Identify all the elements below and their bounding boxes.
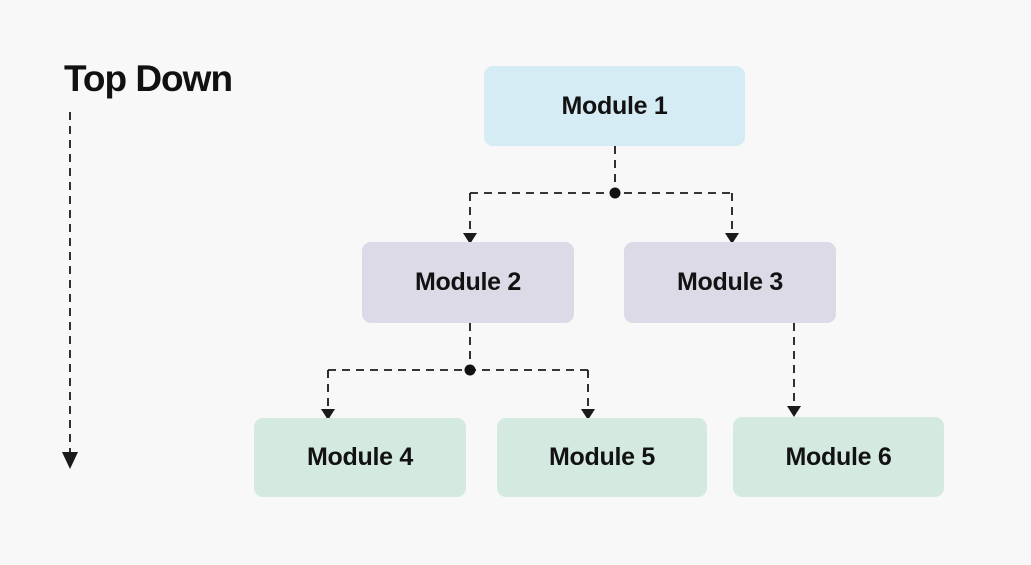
connector-module1-branch [463, 146, 739, 244]
node-label: Module 1 [561, 91, 668, 120]
node-label: Module 3 [677, 268, 783, 296]
branch-junction-dot [609, 187, 621, 199]
node-module-6: Module 6 [733, 417, 944, 497]
connector-module3-module6 [787, 323, 801, 417]
node-module-5: Module 5 [497, 418, 707, 497]
node-module-2: Module 2 [362, 242, 574, 323]
node-label: Module 6 [785, 442, 892, 471]
node-label: Module 5 [549, 443, 655, 471]
node-label: Module 4 [307, 443, 413, 471]
flow-direction-arrow-icon [62, 112, 78, 469]
diagram-title: Top Down [64, 58, 233, 99]
connector-module2-branch [321, 323, 595, 420]
node-module-3: Module 3 [624, 242, 836, 323]
node-label: Module 2 [415, 268, 521, 296]
node-module-1: Module 1 [484, 66, 745, 146]
node-module-4: Module 4 [254, 418, 466, 497]
branch-junction-dot [464, 364, 476, 376]
